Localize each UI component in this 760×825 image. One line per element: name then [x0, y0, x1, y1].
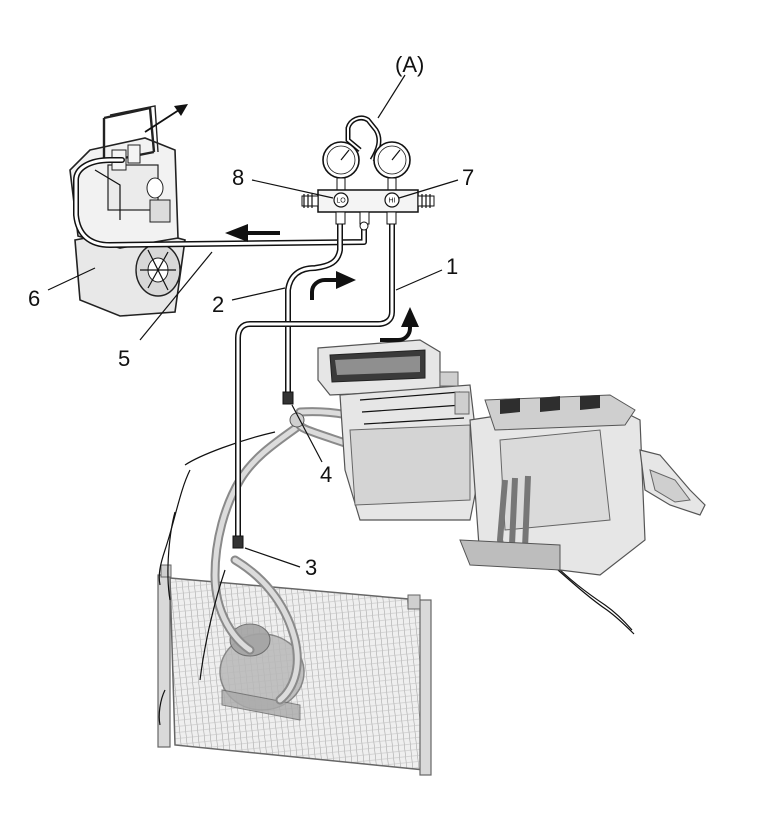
callouts: (A) 8 7 1 2 4 3 5 6 — [28, 52, 474, 580]
hi-valve-text: HI — [389, 198, 396, 205]
label-lo-hose: 2 — [212, 292, 224, 317]
label-service-port-high: 4 — [320, 462, 332, 487]
label-hi-hose: 1 — [446, 254, 458, 279]
lo-hose — [282, 219, 343, 405]
lo-valve-text: LO — [336, 198, 346, 205]
leader-lines — [47, 74, 459, 568]
label-service-port-low: 3 — [305, 555, 317, 580]
flow-arrow-lo — [310, 271, 356, 300]
label-recovery-machine: 6 — [28, 286, 40, 311]
label-center-hose: 5 — [118, 346, 130, 371]
recovery-machine — [69, 104, 188, 317]
hi-hose — [232, 219, 395, 549]
label-lo-valve: 8 — [232, 165, 244, 190]
manifold-gauge-set: LO HI — [301, 115, 435, 231]
hvac-unit — [317, 339, 706, 576]
label-manifold: (A) — [395, 52, 424, 77]
center-hose — [73, 157, 367, 248]
label-hi-valve: 7 — [462, 165, 474, 190]
flow-arrow-to-recovery — [225, 224, 280, 242]
flow-arrow-hi — [380, 307, 419, 342]
